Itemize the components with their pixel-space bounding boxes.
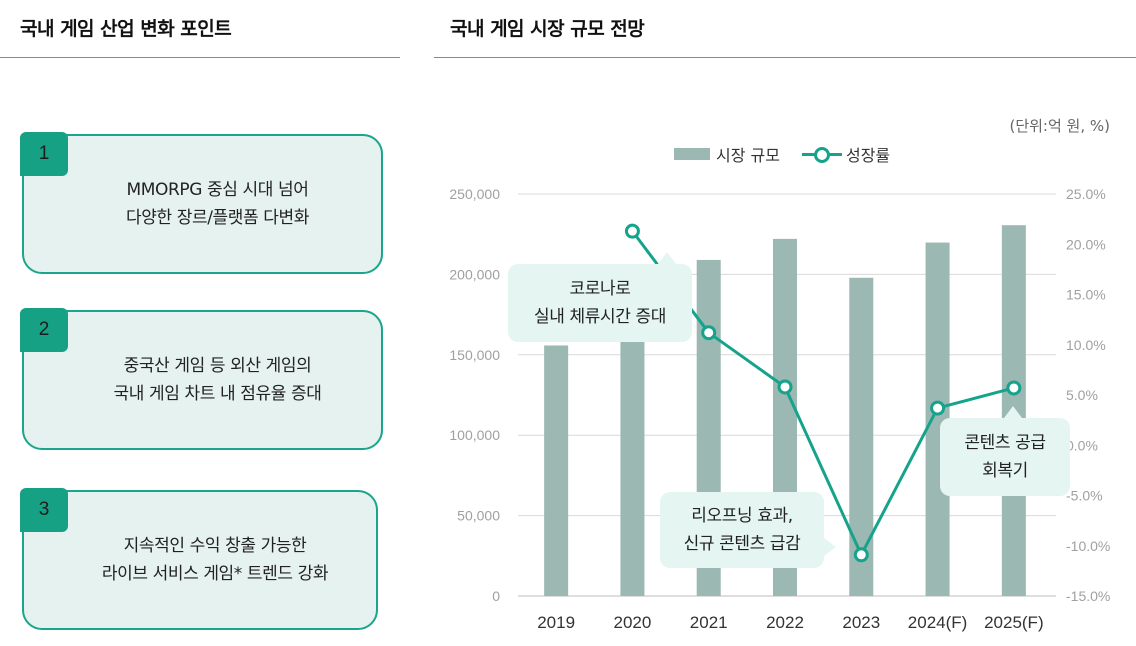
legend-line-swatch (801, 144, 842, 164)
x-tick-label: 2022 (766, 613, 804, 632)
change-point-card-2: 2 중국산 게임 등 외산 게임의 국내 게임 차트 내 점유율 증대 (20, 308, 383, 450)
growth-rate-point (624, 223, 640, 239)
y-right-tick-label: -10.0% (1066, 538, 1110, 554)
market-size-bar (849, 277, 874, 596)
growth-rate-point (853, 547, 869, 563)
growth-rate-line (631, 230, 1015, 557)
callout-tail (824, 538, 836, 556)
x-tick-label: 2019 (537, 613, 575, 632)
callout-line-1: 코로나로 (569, 279, 631, 299)
y-right-tick-label: 10.0% (1066, 337, 1106, 353)
callout-line-2: 실내 체류시간 증대 (534, 307, 666, 327)
card-text: 중국산 게임 등 외산 게임의 국내 게임 차트 내 점유율 증대 (68, 312, 367, 448)
callout-line-1: 콘텐츠 공급 (964, 433, 1046, 453)
growth-rate-point (701, 325, 717, 341)
y-left-tick-label: 0 (492, 588, 500, 604)
chart-legend: 시장 규모 성장률 (674, 142, 890, 166)
y-right-tick-label: 20.0% (1066, 236, 1106, 252)
callout-tail (658, 252, 676, 264)
market-size-bar (620, 292, 645, 596)
y-right-tick-label: 0.0% (1066, 437, 1098, 453)
card-text: 지속적인 수익 창출 가능한 라이브 서비스 게임* 트렌드 강화 (68, 492, 362, 628)
card-number-badge: 1 (20, 132, 68, 176)
callout-line-1: 리오프닝 효과, (691, 506, 793, 526)
legend-bar-label: 시장 규모 (716, 146, 780, 165)
unit-label: (단위:억 원, %) (1009, 117, 1110, 135)
legend-bar-swatch (674, 148, 710, 160)
card-text: MMORPG 중심 시대 넘어 다양한 장르/플랫폼 다변화 (68, 136, 367, 272)
change-point-card-3: 3 지속적인 수익 창출 가능한 라이브 서비스 게임* 트렌드 강화 (20, 488, 378, 630)
y-right-tick-label: 25.0% (1066, 186, 1106, 202)
right-panel-divider (434, 57, 1136, 58)
y-right-tick-label: 5.0% (1066, 387, 1098, 403)
y-left-tick-label: 250,000 (449, 186, 500, 202)
callout-line-2: 신규 콘텐츠 급감 (683, 534, 801, 554)
market-size-bar (544, 345, 569, 596)
y-left-tick-label: 150,000 (449, 347, 500, 363)
card-line-1: 중국산 게임 등 외산 게임의 (123, 356, 312, 376)
card-line-2: 국내 게임 차트 내 점유율 증대 (113, 384, 322, 404)
legend-line-label: 성장률 (845, 146, 891, 165)
callout-reopening: 리오프닝 효과, 신규 콘텐츠 급감 (660, 492, 836, 568)
left-panel-divider (0, 57, 400, 58)
x-tick-label: 2025(F) (984, 613, 1044, 632)
card-line-2: 다양한 장르/플랫폼 다변화 (126, 208, 309, 228)
y-right-tick-label: -5.0% (1066, 488, 1103, 504)
callout-tail (1004, 406, 1022, 418)
x-tick-label: 2023 (842, 613, 880, 632)
x-tick-label: 2021 (690, 613, 728, 632)
growth-rate-point (930, 400, 946, 416)
callout-recovery: 콘텐츠 공급 회복기 (940, 406, 1070, 496)
card-line-2: 라이브 서비스 게임* 트렌드 강화 (101, 564, 329, 584)
card-number-badge: 3 (20, 488, 68, 532)
y-right-tick-label: 15.0% (1066, 287, 1106, 303)
card-number-badge: 2 (20, 308, 68, 352)
growth-rate-point (777, 379, 793, 395)
y-left-tick-label: 50,000 (457, 508, 500, 524)
callout-covid: 코로나로 실내 체류시간 증대 (508, 252, 692, 342)
callout-line-2: 회복기 (982, 461, 1028, 481)
y-left-tick-label: 200,000 (449, 266, 500, 282)
x-tick-label: 2020 (614, 613, 652, 632)
right-panel-title: 국내 게임 시장 규모 전망 (450, 18, 645, 40)
left-panel-title: 국내 게임 산업 변화 포인트 (20, 18, 232, 40)
y-left-tick-label: 100,000 (449, 427, 500, 443)
change-point-card-1: 1 MMORPG 중심 시대 넘어 다양한 장르/플랫폼 다변화 (20, 132, 383, 274)
card-line-1: 지속적인 수익 창출 가능한 (123, 536, 307, 556)
y-right-tick-label: -15.0% (1066, 588, 1110, 604)
card-line-1: MMORPG 중심 시대 넘어 (126, 180, 309, 200)
growth-rate-point (1006, 380, 1022, 396)
x-tick-label: 2024(F) (908, 613, 968, 632)
